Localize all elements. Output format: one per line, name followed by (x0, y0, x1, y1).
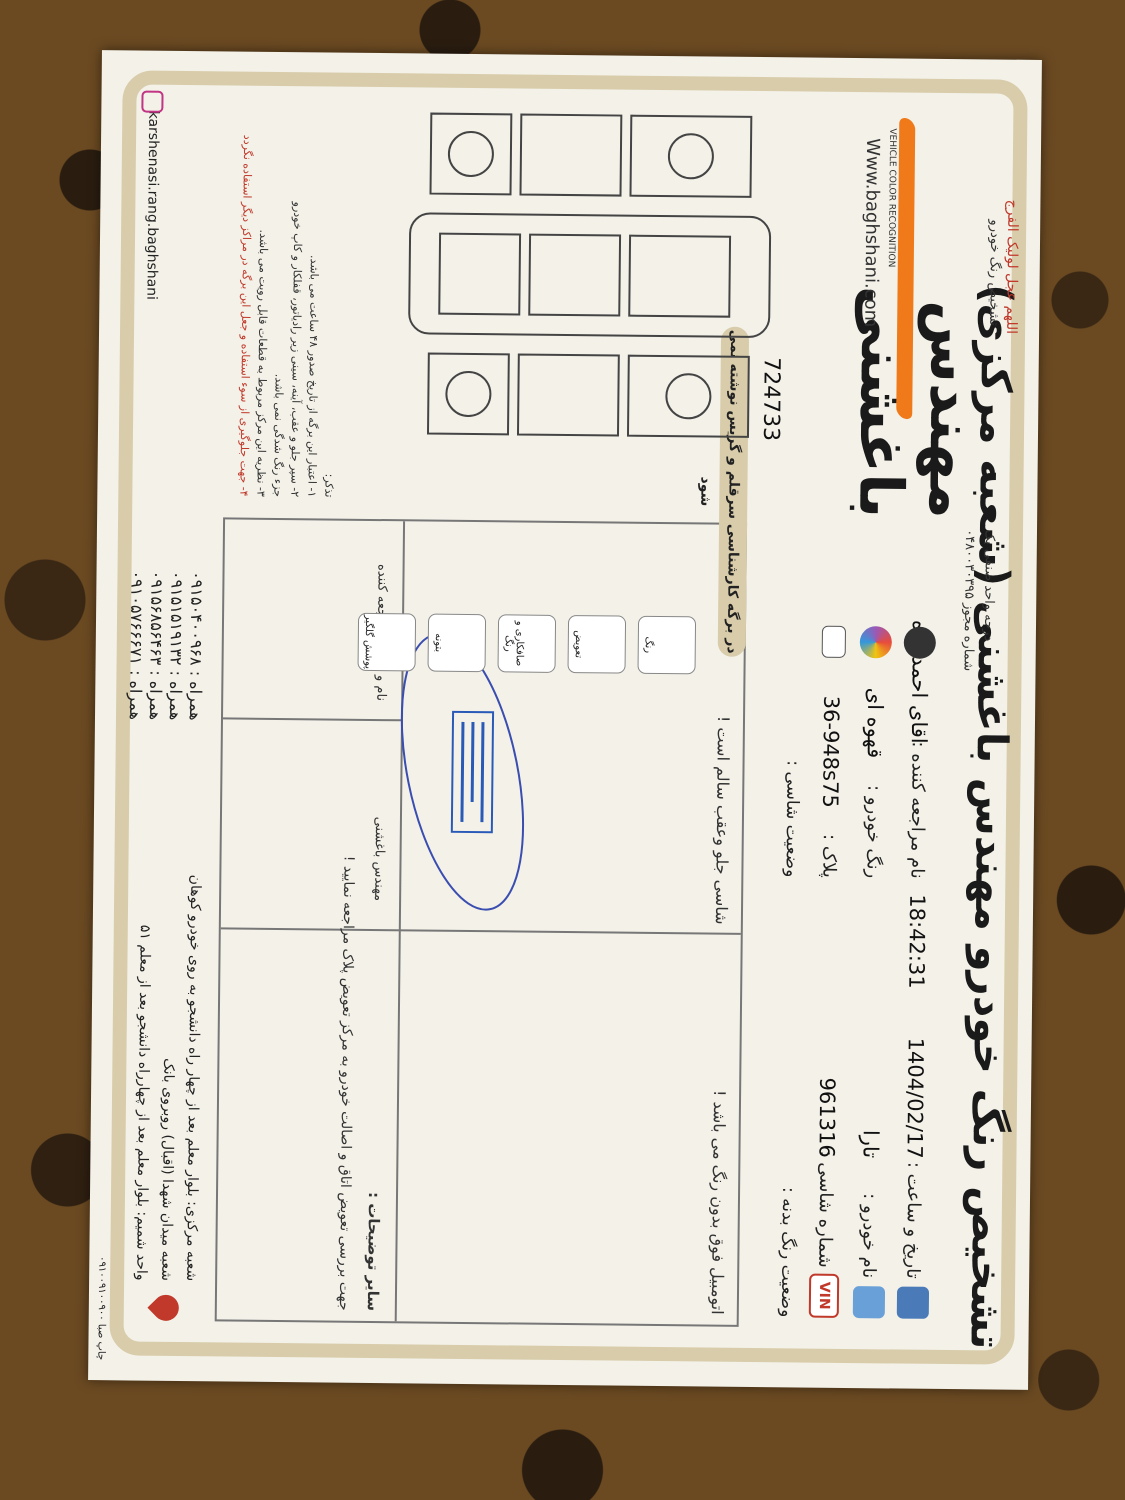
logo: اللهم عجل لولیک الفرج تشخیص رنگ خودرو مه… (845, 98, 1021, 520)
contact-2: همراه : ۰۹۱۵۱۵۱۹۱۳۲ (165, 570, 187, 721)
license-text: شماره مجوز ۰۴۸۰۰۳۰۳۹۵ (960, 529, 978, 672)
print-note: چاپ صبا ۰۹۱۰۰۹۱۰۰۹۰۰ (95, 1256, 108, 1361)
sheet-content: تشخیص رنگ خودرو مهندس باغشنی (شعبه مرکزی… (88, 50, 1042, 1390)
contact-1: همراه : ۰۹۱۵۰۴۰۰۹۶۸ (185, 571, 207, 721)
logo-sub: VEHICLE COLOR RECOGNITION (885, 128, 898, 268)
instagram-handle: karshenasi.rang.baghshani (143, 110, 162, 301)
plate-label: پلاک : (818, 834, 840, 878)
car-body-diagram (408, 112, 772, 438)
plate-value: 36-948s75 (818, 695, 844, 808)
calendar-icon (896, 1286, 930, 1319)
notes-block: تذکر: ۱- اعتبار این برگه از تاریخ صدور ۴… (237, 134, 336, 498)
legend-cover: پوشش گلگیر (357, 612, 417, 672)
other-notes-text: جهت بررسی تعویض اتاق و اصالت خودرو به مر… (335, 855, 357, 1311)
contact-4: همراه : ۰۹۱۰۵۷۶۶۶۷۱ (125, 570, 147, 721)
legend-dent-paint: صافکاری و رنگ (497, 614, 557, 673)
car-icon (852, 1286, 886, 1319)
color-wheel-icon (859, 626, 892, 659)
datetime-label: تاریخ و ساعت : (902, 1161, 925, 1279)
info-panel: تاریخ و ساعت : 1404/02/17 18:42:31 نام م… (769, 620, 936, 1319)
instagram-icon (141, 90, 164, 113)
address-2: شعبه میدان شهدا (اقبال) روبروی بانک (158, 1058, 177, 1281)
car-value: تارا (858, 1129, 883, 1159)
person-icon (903, 626, 936, 659)
logo-subtitle: تشخیص رنگ خودرو (986, 219, 1003, 326)
legend-paint: رنگ (637, 615, 697, 675)
chassis-label: شماره شاسی : (814, 1150, 837, 1268)
website-link: Www.baghshani.com (860, 138, 884, 328)
chassis-status-text: شاسی جلو وعقب سالم است ! (711, 715, 734, 925)
grade-text: درجه واحد صنفی یک (980, 529, 998, 642)
paint-status-label: وضعیت رنگ بدنه : (776, 1186, 799, 1318)
other-notes-label: سایر توضیحات : (363, 1191, 384, 1312)
color-label: رنگ خودرو : (862, 784, 885, 879)
date-value: 1404/02/17 (902, 1037, 928, 1159)
inspection-sheet: تشخیص رنگ خودرو مهندس باغشنی (شعبه مرکزی… (88, 50, 1042, 1390)
contact-3: همراه : ۰۹۱۵۶۸۵۶۴۶۳ (145, 570, 167, 721)
plate-icon (821, 625, 847, 658)
legend-replace: تعویض (567, 615, 627, 674)
legend-putty: بتونه (427, 613, 487, 673)
logo-bar (896, 115, 916, 422)
color-value: قهوه ای (862, 687, 888, 759)
time-value: 18:42:31 (904, 894, 930, 989)
page-title: تشخیص رنگ خودرو مهندس باغشنی (شعبه مرکزی… (961, 283, 1022, 1350)
chassis-status-label: وضعیت شاسی : (781, 760, 803, 878)
visitor-label: نام مراجعه کننده : (906, 741, 929, 879)
vin-badge: VIN (808, 1273, 840, 1318)
bismillah-text: اللهم عجل لولیک الفرج (1003, 199, 1021, 335)
chassis-value: 961316 (814, 1077, 840, 1158)
car-label: نام خودرو : (858, 1193, 881, 1279)
paint-status-text: اتومبیل فوق بدون رنگ می باشد ! (707, 1089, 730, 1315)
